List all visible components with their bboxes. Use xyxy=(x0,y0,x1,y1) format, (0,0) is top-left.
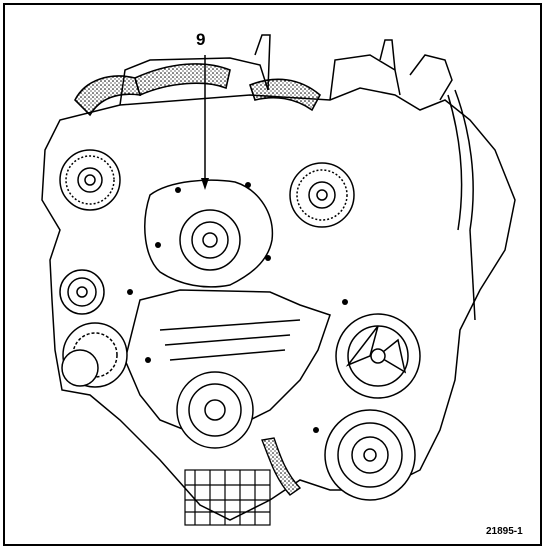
oil-sump xyxy=(184,469,271,526)
alternator-pulley xyxy=(61,322,128,388)
fixing-bolts xyxy=(127,182,348,433)
tensioner-pulley xyxy=(59,269,105,315)
ac-compressor-pulley xyxy=(324,409,416,501)
figure-reference-code: 21895-1 xyxy=(486,526,523,537)
lower-hose xyxy=(261,437,302,496)
crankshaft-pulley xyxy=(176,371,254,449)
timing-cover xyxy=(124,179,331,433)
camshaft-pulley-left xyxy=(59,149,121,211)
callout-arrowhead xyxy=(201,178,209,190)
camshaft-pulley-right xyxy=(289,162,355,228)
injection-pump-pulley xyxy=(179,209,241,271)
callout-label: 9 xyxy=(196,30,206,49)
power-steering-pump-pulley xyxy=(335,313,421,399)
engine-block-outline xyxy=(41,34,516,521)
upper-hose xyxy=(74,63,322,117)
